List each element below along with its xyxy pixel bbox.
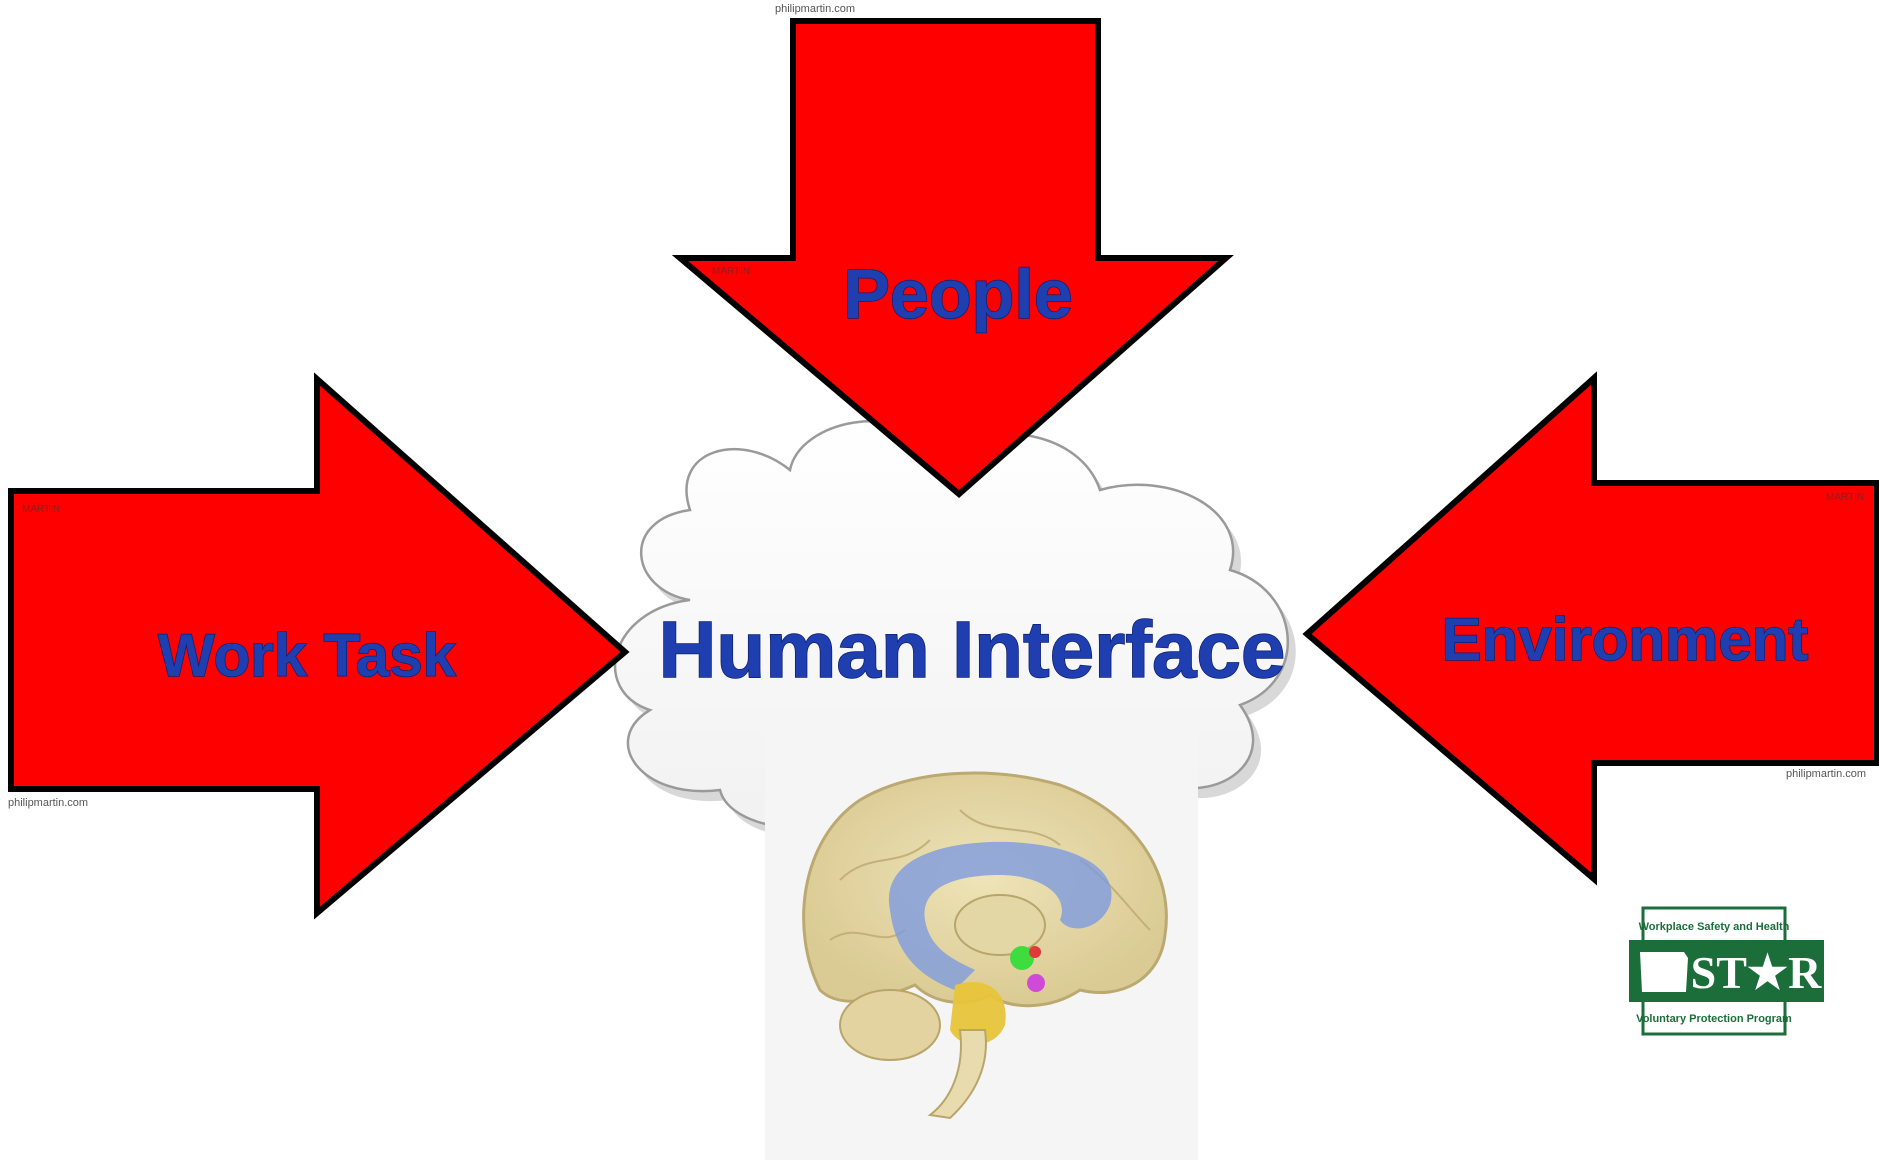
people-arrow: philipmartin.com MARTIN People xyxy=(680,3,1226,494)
human-interface-label: Human Interface xyxy=(659,605,1286,694)
logo-top-text: Workplace Safety and Health xyxy=(1639,921,1790,933)
work-task-arrow-credit: philipmartin.com xyxy=(8,797,88,809)
work-task-arrow-mark: MARTIN xyxy=(22,504,60,515)
brain-illustration xyxy=(765,731,1198,1160)
environment-arrow-credit: philipmartin.com xyxy=(1786,768,1866,780)
work-task-label: Work Task xyxy=(158,622,457,689)
people-arrow-mark: MARTIN xyxy=(712,266,750,277)
star-logo: Workplace Safety and Health ST★R Volunta… xyxy=(1629,908,1824,1034)
logo-bottom-text: Voluntary Protection Program xyxy=(1636,1013,1792,1025)
environment-arrow-mark: MARTIN xyxy=(1826,492,1864,503)
environment-label: Environment xyxy=(1442,606,1809,673)
state-shape-icon xyxy=(1640,952,1688,992)
work-task-arrow: MARTIN philipmartin.com Work Task xyxy=(8,379,625,913)
environment-arrow: MARTIN philipmartin.com Environment xyxy=(1307,378,1877,879)
logo-main-text: ST★R xyxy=(1691,947,1823,998)
people-arrow-credit: philipmartin.com xyxy=(775,3,855,15)
people-label: People xyxy=(843,255,1073,333)
